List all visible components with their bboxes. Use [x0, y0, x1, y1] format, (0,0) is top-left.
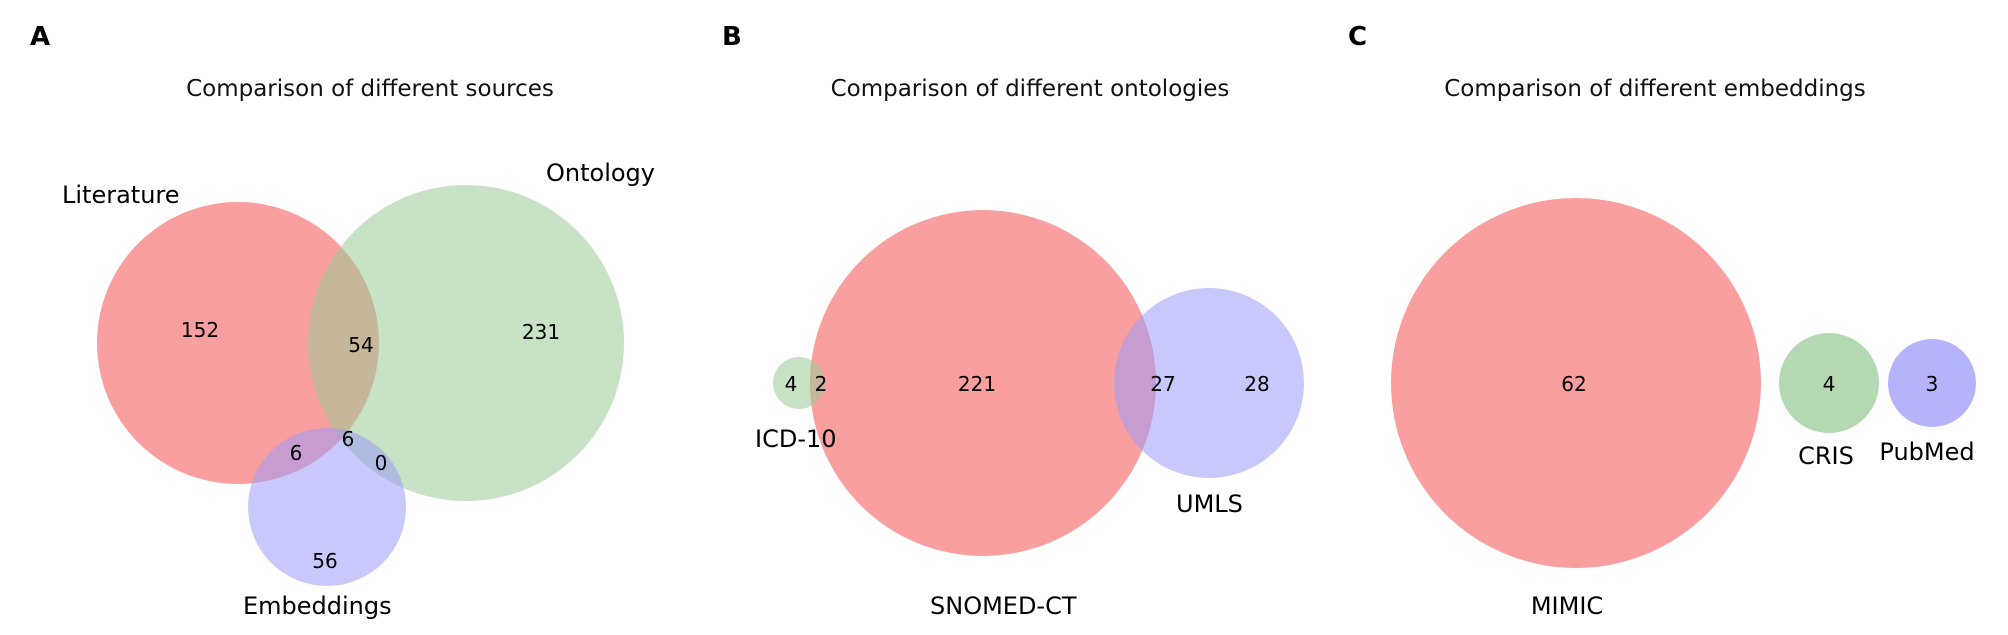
snomed-ct-circle: [810, 210, 1156, 556]
region-icd-10-only: 4: [785, 372, 798, 396]
umls-label: UMLS: [1176, 490, 1243, 518]
panel-a-title: Comparison of different sources: [186, 76, 554, 102]
region-snomed-ct-only: 221: [958, 372, 996, 396]
icd-10-label: ICD-10: [755, 425, 837, 453]
literature-label: Literature: [62, 181, 180, 209]
cris-circle: [1779, 333, 1879, 433]
region-umls-only: 28: [1244, 372, 1269, 396]
region-pubmed-only: 3: [1926, 372, 1939, 396]
mimic-circle: [1391, 198, 1761, 568]
panel-c-title: Comparison of different embeddings: [1444, 76, 1866, 102]
cris-label: CRIS: [1798, 442, 1854, 470]
snomed-ct-label: SNOMED-CT: [930, 592, 1077, 620]
umls-circle: [1114, 288, 1304, 478]
pubmed-circle: [1888, 339, 1976, 427]
region-literature-only: 152: [181, 318, 219, 342]
region-literature-ontology: 54: [348, 333, 373, 357]
mimic-label: MIMIC: [1531, 592, 1603, 620]
region-snomed-ct-umls: 27: [1150, 372, 1175, 396]
region-ontology-embeddings: 0: [375, 451, 388, 475]
icd-10-circle: [773, 357, 825, 409]
panel-c: C Comparison of different embeddings MIM…: [1348, 22, 1976, 620]
region-embeddings-only: 56: [312, 549, 337, 573]
panel-a: A Comparison of different sources Litera…: [30, 22, 655, 620]
embeddings-circle: [248, 428, 406, 586]
embeddings-label: Embeddings: [243, 592, 392, 620]
region-mimic-only: 62: [1561, 372, 1586, 396]
panel-b: B Comparison of different ontologies ICD…: [722, 22, 1304, 620]
region-literature-embeddings: 6: [290, 441, 303, 465]
panel-c-letter: C: [1348, 22, 1367, 52]
panel-b-letter: B: [722, 22, 742, 52]
ontology-label: Ontology: [546, 159, 655, 187]
region-all-three: 6: [342, 427, 355, 451]
region-icd-10-snomed-ct: 2: [815, 372, 828, 396]
literature-circle: [97, 202, 379, 484]
region-ontology-only: 231: [522, 320, 560, 344]
panel-a-letter: A: [30, 22, 50, 52]
pubmed-label: PubMed: [1879, 438, 1974, 466]
panel-b-title: Comparison of different ontologies: [831, 76, 1230, 102]
ontology-circle: [308, 185, 624, 501]
region-cris-only: 4: [1823, 372, 1836, 396]
